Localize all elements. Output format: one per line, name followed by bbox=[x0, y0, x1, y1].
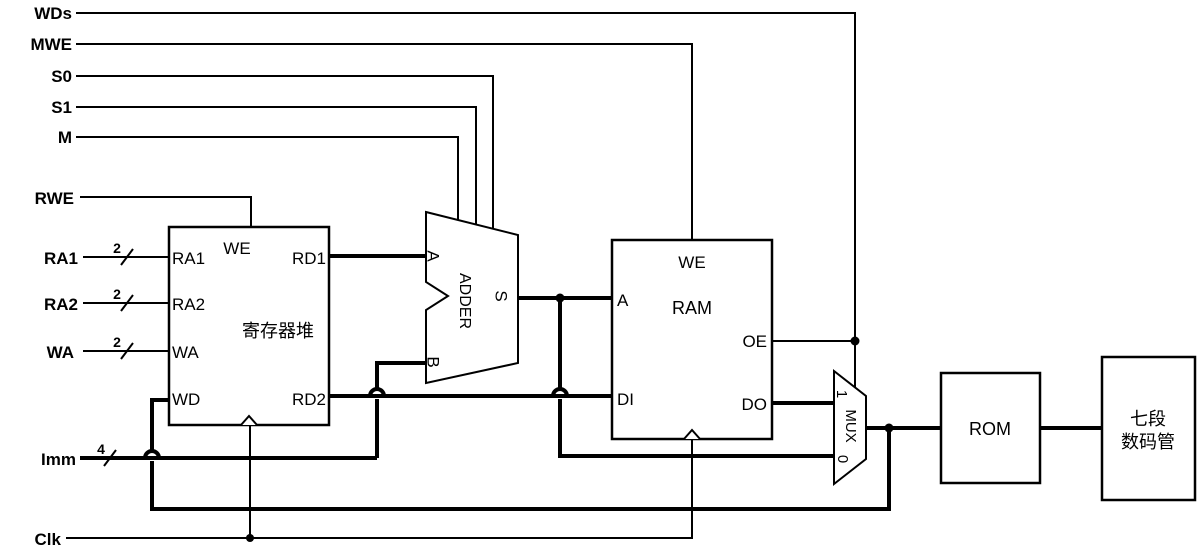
regfile-port-rd2: RD2 bbox=[292, 390, 326, 409]
bus-width-label: 2 bbox=[113, 240, 121, 256]
seven-segment-title-line2: 数码管 bbox=[1121, 432, 1175, 452]
mux-title: MUX bbox=[842, 409, 859, 442]
bus-width-label: 4 bbox=[97, 441, 105, 457]
control-wires bbox=[66, 12, 856, 539]
rom-block bbox=[939, 371, 1042, 485]
wire-s1 bbox=[76, 106, 477, 225]
ram-title: RAM bbox=[672, 298, 712, 318]
adder-shape bbox=[425, 210, 519, 385]
mux-port-1: 1 bbox=[833, 390, 850, 398]
adder-port-a: A bbox=[424, 250, 443, 262]
rom-title: ROM bbox=[969, 419, 1011, 439]
wire-m bbox=[76, 136, 459, 221]
signal-label-rwe: RWE bbox=[35, 189, 74, 208]
bus-width-label: 2 bbox=[113, 286, 121, 302]
signal-label-s0: S0 bbox=[51, 67, 72, 86]
ram-port-a: A bbox=[617, 291, 629, 310]
signal-label-s1: S1 bbox=[51, 98, 72, 117]
bus-slash-icon bbox=[120, 248, 134, 266]
ram-labels: WE A RAM OE DI DO bbox=[617, 253, 767, 414]
signal-label-ra1: RA1 bbox=[44, 249, 78, 268]
bus-slash-icon bbox=[103, 449, 117, 467]
wire-s0 bbox=[76, 75, 494, 229]
regfile-port-wa: WA bbox=[172, 343, 199, 362]
regfile-port-wd: WD bbox=[172, 390, 200, 409]
bus-slash-icon bbox=[120, 294, 134, 312]
signal-label-ra2: RA2 bbox=[44, 295, 78, 314]
signal-label-m: M bbox=[58, 128, 72, 147]
signal-label-imm: Imm bbox=[41, 450, 76, 469]
signal-labels: WDs MWE S0 S1 M RWE RA1 RA2 WA Imm Clk bbox=[30, 4, 78, 549]
regfile-labels: WE RA1 RA2 WA WD RD1 RD2 寄存器堆 bbox=[172, 239, 326, 409]
wire-mwe bbox=[76, 43, 693, 239]
wire-s-branch-to-mux0 bbox=[558, 399, 834, 458]
junction-dot bbox=[850, 336, 860, 346]
wire-wds bbox=[76, 12, 856, 389]
wire-feedback-lower bbox=[150, 428, 891, 511]
bus-width-label: 2 bbox=[113, 334, 121, 350]
ram-port-do: DO bbox=[742, 395, 768, 414]
adder-port-s: S bbox=[492, 290, 511, 301]
junction-dot bbox=[555, 293, 565, 303]
regfile-title: 寄存器堆 bbox=[242, 321, 314, 341]
ram-port-di: DI bbox=[617, 390, 634, 409]
wire-imm-to-adder-b bbox=[375, 361, 426, 389]
signal-label-wds: WDs bbox=[34, 4, 72, 23]
bus-slash-icon bbox=[120, 342, 134, 360]
output-labels: ROM 七段 数码管 bbox=[969, 409, 1175, 452]
regfile-block bbox=[167, 225, 331, 427]
bus-width-marks: 2 2 2 4 bbox=[97, 240, 134, 467]
wire-hop-icon bbox=[143, 449, 161, 459]
wire-feedback-to-wd bbox=[150, 398, 169, 451]
mux-shape bbox=[833, 368, 867, 487]
data-wires bbox=[80, 254, 1102, 511]
regfile-port-ra2: RA2 bbox=[172, 295, 205, 314]
regfile-port-ra1: RA1 bbox=[172, 249, 205, 268]
wire-clk bbox=[66, 440, 693, 539]
wire-hop-icon bbox=[368, 387, 386, 397]
wire-hop-icon bbox=[551, 387, 569, 397]
signal-label-clk: Clk bbox=[35, 530, 62, 549]
clock-edge-icon bbox=[683, 428, 701, 440]
clock-edge-icon bbox=[240, 414, 258, 426]
adder-port-b: B bbox=[424, 356, 443, 367]
signal-label-mwe: MWE bbox=[30, 35, 72, 54]
wire-hops bbox=[143, 387, 569, 459]
adder-labels: A B ADDER S bbox=[424, 250, 511, 367]
wire-rwe bbox=[80, 196, 252, 227]
mux-port-0: 0 bbox=[834, 455, 851, 463]
adder-title: ADDER bbox=[456, 273, 473, 329]
seven-segment-block bbox=[1100, 355, 1197, 502]
seven-segment-title-line1: 七段 bbox=[1130, 409, 1166, 429]
junction-dot bbox=[246, 534, 254, 542]
ram-block bbox=[610, 238, 774, 441]
junction-dot bbox=[884, 423, 894, 433]
blocks bbox=[167, 210, 1197, 502]
signal-label-wa: WA bbox=[47, 343, 74, 362]
ram-port-we: WE bbox=[678, 253, 705, 272]
junctions bbox=[246, 293, 894, 542]
mux-labels: 1 MUX 0 bbox=[833, 390, 859, 463]
regfile-port-we: WE bbox=[223, 239, 250, 258]
ram-port-oe: OE bbox=[742, 332, 767, 351]
regfile-port-rd1: RD1 bbox=[292, 249, 326, 268]
